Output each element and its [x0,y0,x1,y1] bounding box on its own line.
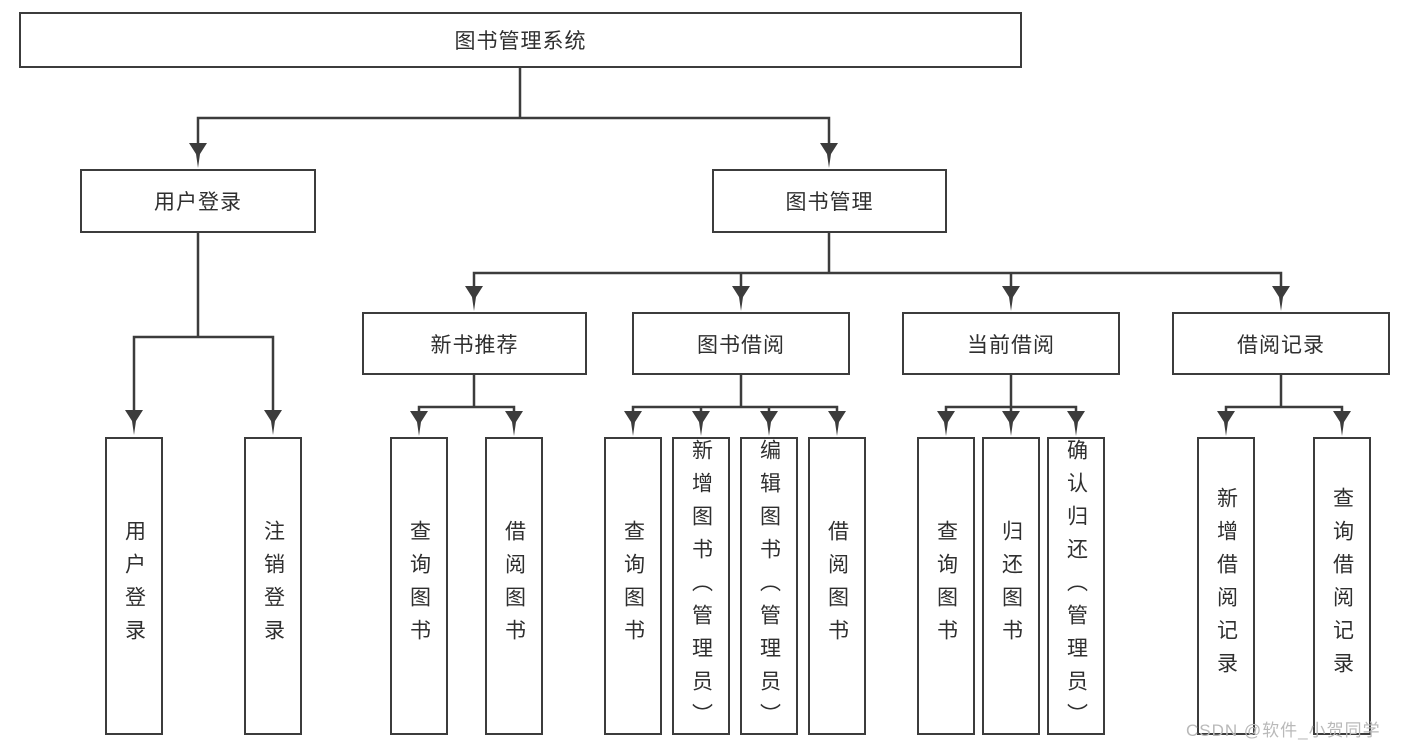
leaf-label: 查询借阅记录 [1330,487,1354,685]
arrowhead [692,411,710,436]
leaf-query-books-borrowing: 查询图书 [604,437,662,735]
node-label: 用户登录 [154,191,242,214]
arrowhead [820,143,838,168]
leaf-borrow-books-recommend: 借阅图书 [485,437,543,735]
arrowhead [1002,411,1020,436]
arrowhead [505,411,523,436]
leaf-label: 查询图书 [934,520,958,652]
leaf-return-books: 归还图书 [982,437,1040,735]
leaf-add-borrow-record: 新增借阅记录 [1197,437,1255,735]
leaf-logout-login: 注销登录 [244,437,302,735]
leaf-label: 查询图书 [407,520,431,652]
leaf-label: 借阅图书 [502,520,526,652]
node-label: 图书管理 [785,191,874,214]
leaf-query-books-recommend: 查询图书 [390,437,448,735]
arrowhead [1002,286,1020,311]
connector-book-borrowing [631,373,839,414]
leaf-user-login: 用户登录 [105,437,163,735]
node-new-book-recommend: 新书推荐 [362,312,587,375]
node-user-login: 用户登录 [80,169,316,233]
leaf-label: 新增借阅记录 [1214,487,1238,685]
leaf-edit-book-admin: 编辑图书（管理员） [740,437,798,736]
node-borrowing-records: 借阅记录 [1172,312,1390,375]
node-book-borrowing: 图书借阅 [632,312,850,375]
node-book-management: 图书管理 [712,169,947,233]
leaf-label: 注销登录 [261,520,285,652]
node-label: 当前借阅 [967,333,1055,357]
leaf-label: 查询图书 [621,520,645,652]
node-root: 图书管理系统 [19,12,1022,68]
arrowhead [465,286,483,311]
arrowhead [937,411,955,436]
arrowhead [1272,286,1290,311]
leaf-query-books-current: 查询图书 [917,437,975,735]
leaf-borrow-books-borrowing: 借阅图书 [808,437,866,735]
node-label: 图书管理系统 [454,30,587,53]
arrowhead [732,286,750,311]
leaf-label: 借阅图书 [825,520,849,652]
leaf-label: 确认归还（管理员） [1064,439,1088,736]
csdn-watermark: CSDN @软件_小贺同学 [1186,721,1381,740]
arrowhead [1333,411,1351,436]
node-label: 新书推荐 [430,333,519,357]
arrowhead [125,410,143,435]
leaf-add-book-admin: 新增图书（管理员） [672,437,730,736]
connector-user-login [132,231,275,413]
arrowhead [828,411,846,436]
node-label: 借阅记录 [1237,333,1325,357]
node-label: 图书借阅 [697,333,785,357]
connector-book-management [472,231,1283,289]
leaf-label: 用户登录 [122,520,146,652]
leaf-label: 新增图书（管理员） [689,439,713,736]
connector-root [196,66,831,146]
arrowhead [1067,411,1085,436]
leaf-label: 归还图书 [999,520,1023,652]
leaf-query-borrow-record: 查询借阅记录 [1313,437,1371,735]
arrowhead [760,411,778,436]
arrowhead [264,410,282,435]
node-current-borrowing: 当前借阅 [902,312,1120,375]
connector-current-borrowing [944,373,1078,414]
leaf-label: 编辑图书（管理员） [757,439,781,736]
arrowhead [1217,411,1235,436]
arrowhead [624,411,642,436]
arrowhead [410,411,428,436]
leaf-confirm-return-admin: 确认归还（管理员） [1047,437,1105,736]
connector-new-book-recommend [417,373,516,414]
connector-borrowing-records [1224,373,1344,414]
arrowhead [189,143,207,168]
